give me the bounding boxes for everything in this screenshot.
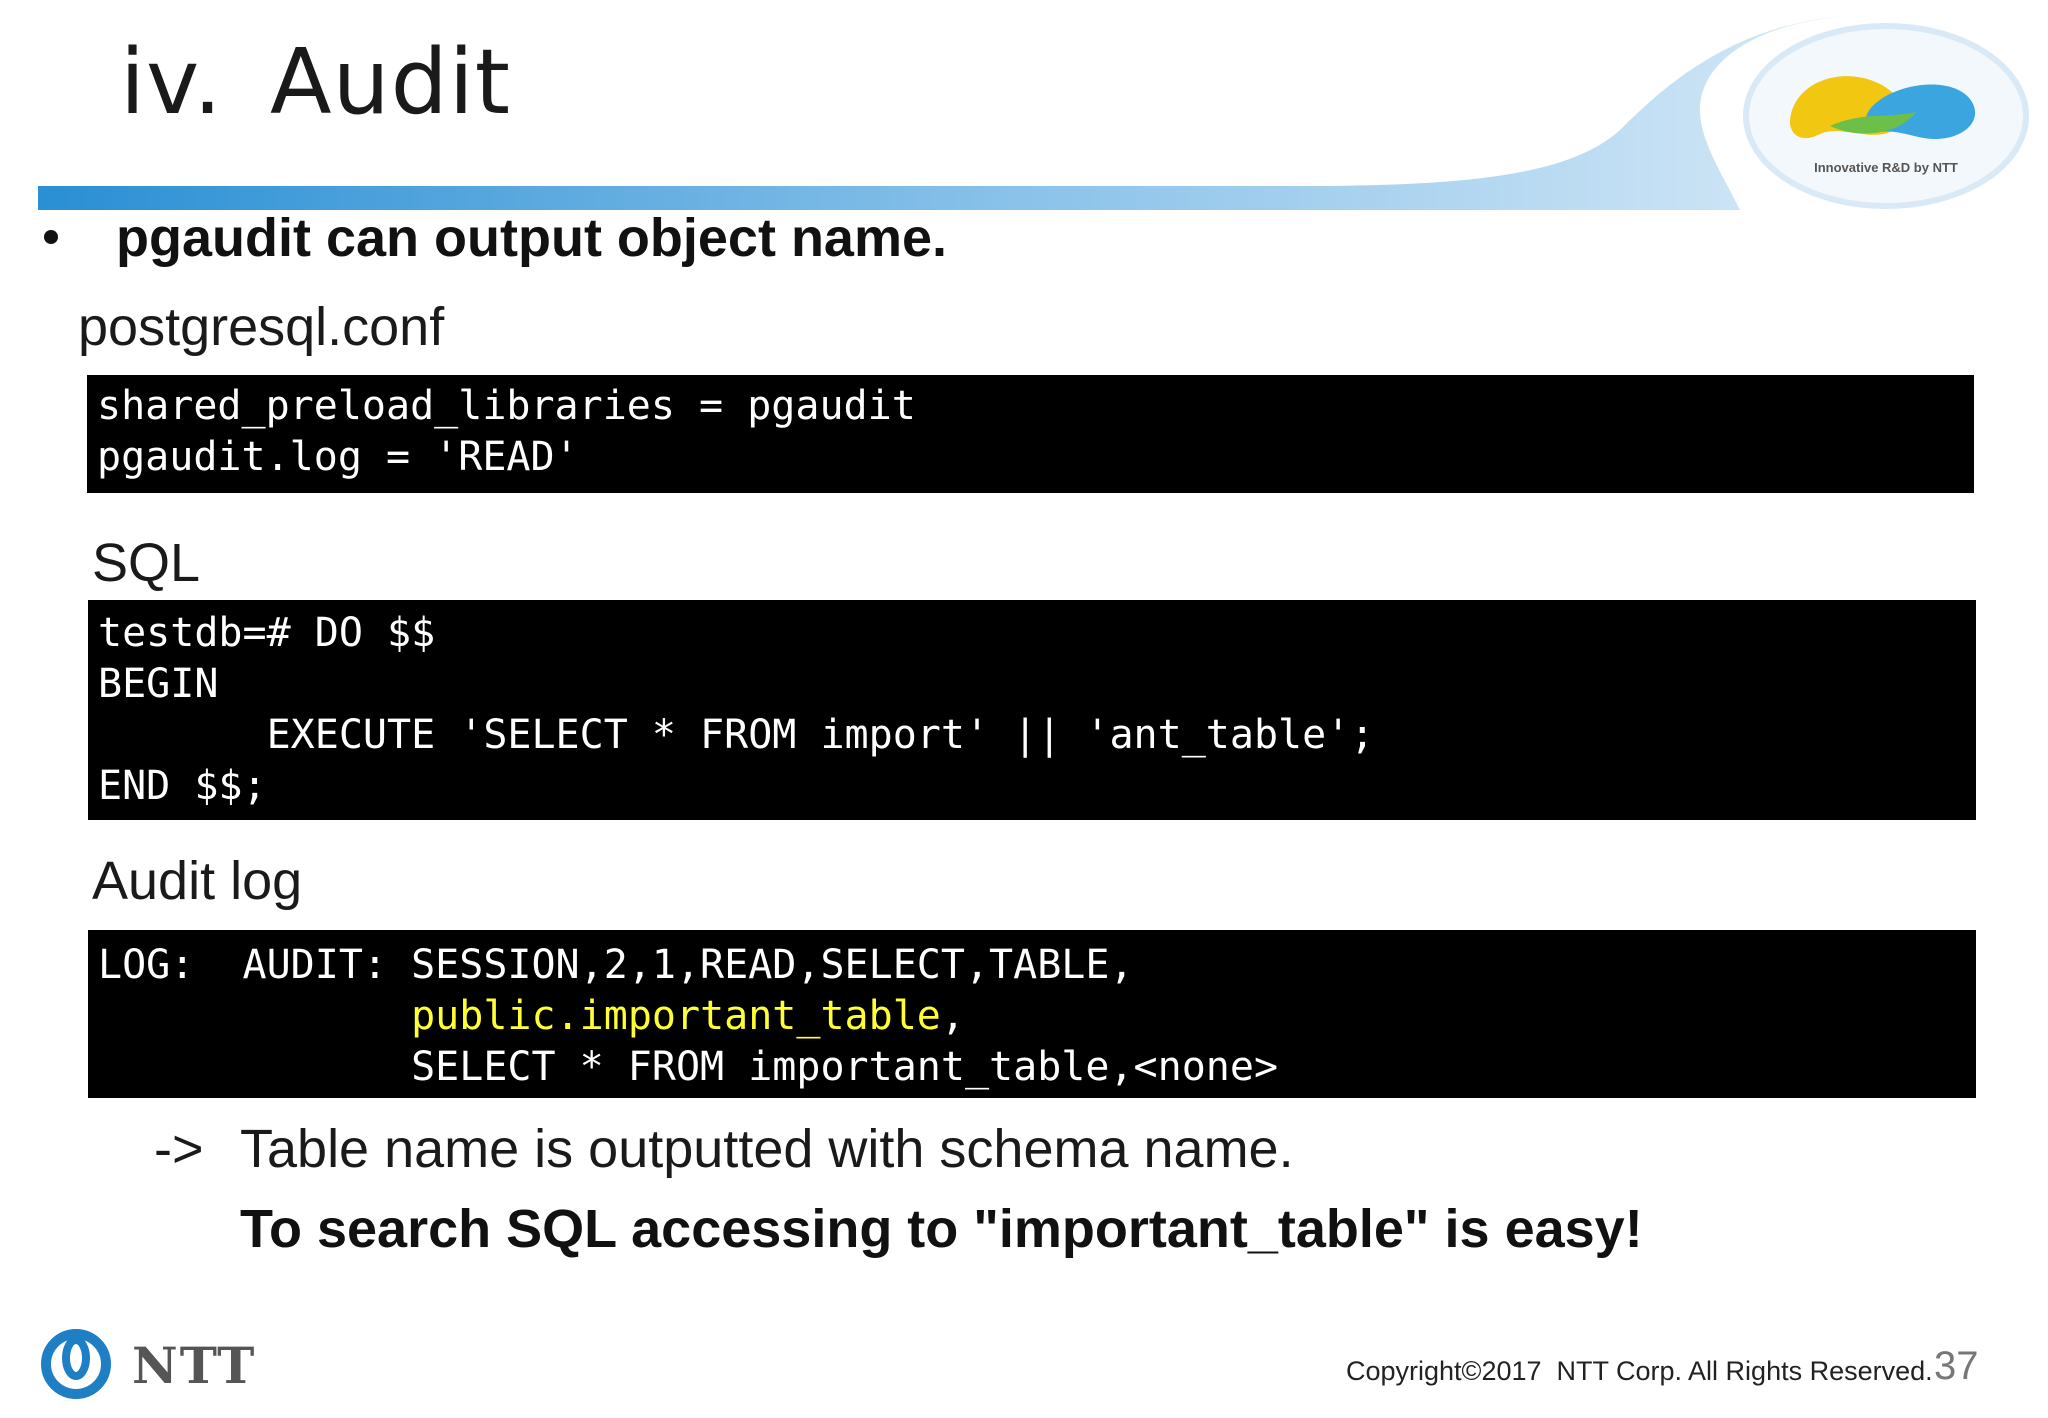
code-line: shared_preload_libraries = pgaudit [97,383,916,429]
code-line: SELECT * FROM important_table,<none> [98,1044,1279,1090]
bullet-heading: pgaudit can output object name. [116,208,948,268]
code-line: LOG: AUDIT: SESSION,2,1,READ,SELECT,TABL… [98,942,1134,988]
code-block-audit-log: LOG: AUDIT: SESSION,2,1,READ,SELECT,TABL… [88,930,1976,1098]
note-arrow: -> [154,1119,204,1179]
code-line: EXECUTE 'SELECT * FROM import' || 'ant_t… [98,712,1375,758]
title-number: iv. [120,30,223,135]
note-emphasis: To search SQL accessing to "important_ta… [240,1199,1643,1259]
bullet-dot-icon [44,230,58,244]
page-title: iv. Audit [120,30,511,135]
header-band [38,15,1860,210]
section-label-audit-log: Audit log [92,851,303,911]
section-label-conf: postgresql.conf [78,297,445,357]
ntt-brand-text: NTT [132,1336,257,1395]
code-block-conf: shared_preload_libraries = pgaudit pgaud… [87,375,1974,493]
code-block-sql: testdb=# DO $$ BEGIN EXECUTE 'SELECT * F… [88,600,1976,820]
code-line: pgaudit.log = 'READ' [97,434,579,480]
note-text: Table name is outputted with schema name… [240,1119,1294,1179]
code-line: BEGIN [98,661,219,707]
title-text: Audit [270,30,512,135]
logo-tagline: Innovative R&D by NTT [1814,160,1958,175]
code-indent [98,993,411,1039]
ntt-logo-icon [41,1329,111,1399]
highlighted-object-name: public.important_table [411,993,941,1039]
innovative-rd-logo: Innovative R&D by NTT [1743,23,2029,209]
code-line: testdb=# DO $$ [98,610,436,656]
code-line: END $$; [98,763,267,809]
copyright-text: Copyright©2017 NTT Corp. All Rights Rese… [1346,1356,1933,1386]
code-line: public.important_table, [98,991,1966,1042]
code-fragment: , [940,993,965,1039]
page-number: 37 [1934,1344,1979,1388]
section-label-sql: SQL [92,533,201,593]
